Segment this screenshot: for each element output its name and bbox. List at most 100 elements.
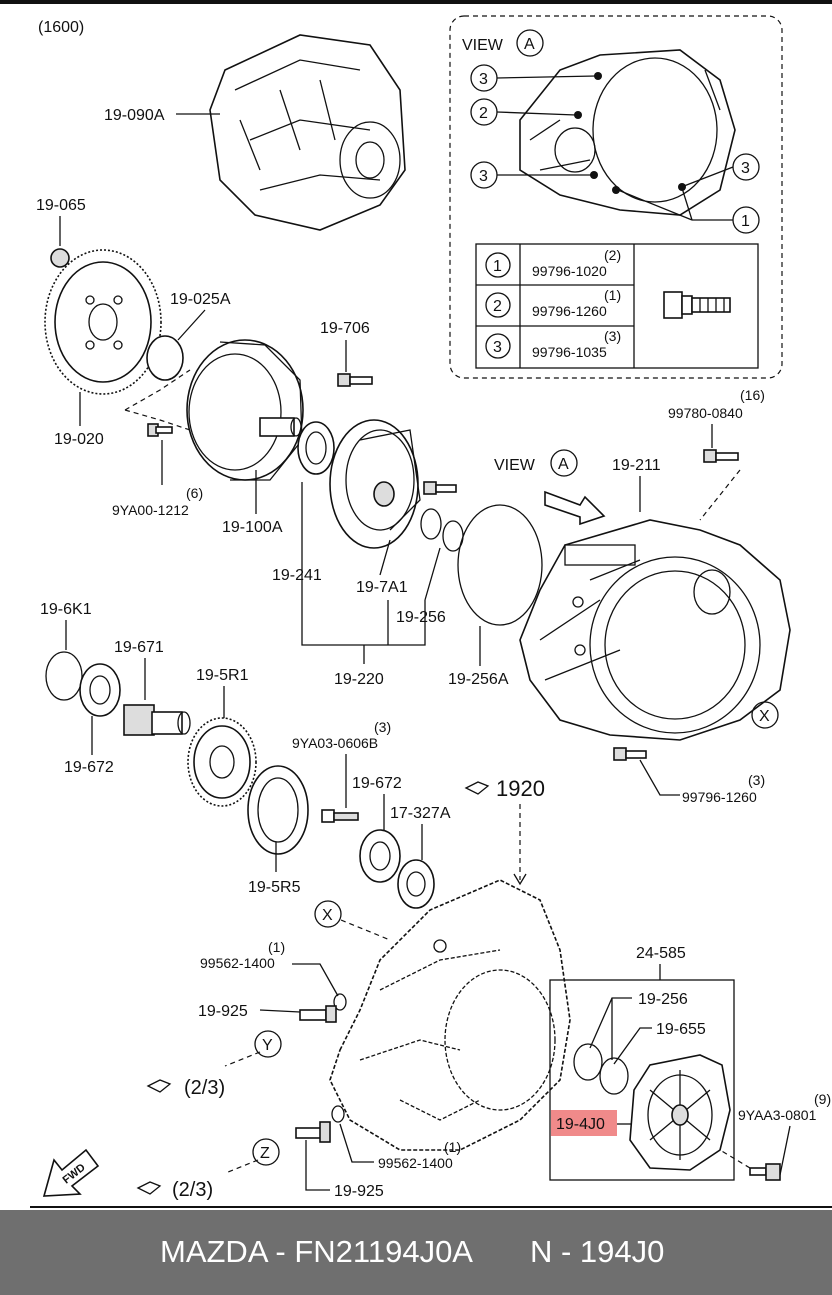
sensor-19-925-top xyxy=(299,1005,337,1023)
label-19-5r5: 19-5R5 xyxy=(248,879,301,896)
bolt-pump xyxy=(423,481,457,495)
oring-19-256a xyxy=(457,504,543,626)
label-99562-1400-bot: 99562-1400 xyxy=(378,1155,453,1171)
bolt-9ya00 xyxy=(147,423,173,437)
callout-3a: 3 xyxy=(479,71,488,88)
label-19-020: 19-020 xyxy=(54,431,104,448)
label-9ya00-1212: 9YA00-1212 xyxy=(112,502,189,518)
label-19-7a1: 19-7A1 xyxy=(356,579,408,596)
flywheel-19-020 xyxy=(44,249,162,395)
shaft-19-671 xyxy=(123,704,191,736)
label-19-065: 19-065 xyxy=(36,197,86,214)
label-99796-1260: 99796-1260 xyxy=(682,789,757,805)
qty-9ya03: (3) xyxy=(374,719,391,735)
label-19-655: 19-655 xyxy=(656,1021,706,1038)
bolt-table-num: 1 xyxy=(493,258,502,275)
bolt-table-qty: (3) xyxy=(604,328,621,344)
label-view-a-letter: A xyxy=(558,456,569,473)
seal-19-241 xyxy=(297,421,335,475)
top-rule xyxy=(0,0,832,4)
label-19-5r1: 19-5R1 xyxy=(196,667,249,684)
hand-pointer-icon xyxy=(464,781,490,795)
label-19-220: 19-220 xyxy=(334,671,384,688)
label-19-925-top: 19-925 xyxy=(198,1003,248,1020)
seal-17-327a xyxy=(397,859,435,909)
label-19-090a: 19-090A xyxy=(104,107,165,124)
hand-pointer-y-icon xyxy=(146,1079,172,1093)
fwd-arrow-icon: FWD xyxy=(42,1148,100,1197)
label-9yaa3-0801: 9YAA3-0801 xyxy=(738,1107,817,1123)
label-19-4j0: 19-4J0 xyxy=(556,1116,605,1133)
page-code: (1600) xyxy=(38,19,84,36)
label-99562-1400-top: 99562-1400 xyxy=(200,955,275,971)
bolt-table: 1 (2) 99796-1020 2 (1) 99796-1260 3 (3) … xyxy=(475,243,759,369)
transmission-case-drawing xyxy=(329,879,571,1151)
label-17-327a: 17-327A xyxy=(390,805,451,822)
qty-99562-bot: (1) xyxy=(444,1139,461,1155)
label-19-256-top: 19-256 xyxy=(396,609,446,626)
label-19-925-bot: 19-925 xyxy=(334,1183,384,1200)
bolt-99796 xyxy=(613,747,647,761)
label-19-025a: 19-025A xyxy=(170,291,231,308)
bolt-table-row-3: 3 (3) 99796-1035 xyxy=(485,328,621,360)
bolt-table-part: 99796-1020 xyxy=(532,263,607,279)
bolt-table-row-2: 2 (1) 99796-1260 xyxy=(485,287,621,319)
label-x-upper: X xyxy=(759,708,770,725)
callout-3c: 3 xyxy=(741,160,750,177)
plate-19-5r5 xyxy=(247,765,309,855)
label-y: Y xyxy=(262,1037,273,1054)
bolt-table-num: 3 xyxy=(493,339,502,356)
plate-19-025a xyxy=(146,335,184,381)
snap-ring-19-6k1 xyxy=(45,651,83,701)
bolt-table-num: 2 xyxy=(493,298,502,315)
oring-small-1 xyxy=(420,508,442,540)
label-19-6k1: 19-6K1 xyxy=(40,601,92,618)
label-19-241: 19-241 xyxy=(272,567,322,584)
label-z: Z xyxy=(260,1145,270,1162)
view-a-inset-letter: A xyxy=(524,36,535,53)
label-19-706: 19-706 xyxy=(320,320,370,337)
kit-box xyxy=(549,979,735,1181)
flange-bolt-drawing xyxy=(663,291,731,319)
view-a-housing-drawing xyxy=(519,49,736,216)
qty-9ya00: (6) xyxy=(186,485,203,501)
transmission-assembly-drawing xyxy=(209,34,406,231)
ref-y: (2/3) xyxy=(184,1077,225,1099)
view-a-inset-letter-circle xyxy=(516,29,544,57)
exploded-parts-diagram: (1600) VIEW A 3 2 3 3 1 xyxy=(0,0,832,1208)
highlight-19-4j0 xyxy=(551,1110,617,1136)
callout-2: 2 xyxy=(479,105,488,122)
label-x-lower: X xyxy=(322,907,333,924)
cover-19-4j0 xyxy=(629,1054,731,1171)
label-19-671: 19-671 xyxy=(114,639,164,656)
view-a-inset: VIEW A 3 2 3 3 1 xyxy=(449,15,783,379)
bolt-table-qty: (2) xyxy=(604,247,621,263)
bolt-99780 xyxy=(703,449,739,463)
footer-ref-code: N - 194J0 xyxy=(530,1234,665,1269)
callout-1: 1 xyxy=(741,213,750,230)
converter-housing-19-211 xyxy=(519,519,791,741)
ref-1920: 1920 xyxy=(496,776,545,801)
bolt-table-part: 99796-1260 xyxy=(532,303,607,319)
gear-19-5r1 xyxy=(187,717,257,807)
label-19-256-kit: 19-256 xyxy=(638,991,688,1008)
qty-99780: (16) xyxy=(740,387,765,403)
label-19-672-mid: 19-672 xyxy=(352,775,402,792)
oil-pump-drawing xyxy=(329,419,421,549)
sensor-19-925-bottom xyxy=(295,1121,331,1143)
qty-99796: (3) xyxy=(748,772,765,788)
label-99780-0840: 99780-0840 xyxy=(668,405,743,421)
oring-19-256-kit xyxy=(573,1043,603,1081)
label-19-100a: 19-100A xyxy=(222,519,283,536)
view-a-inset-title: VIEW xyxy=(462,37,504,54)
bearing-19-672-mid xyxy=(359,829,401,883)
bolt-table-row-1: 1 (2) 99796-1020 xyxy=(485,247,621,279)
ref-z: (2/3) xyxy=(172,1179,213,1201)
qty-99562-top: (1) xyxy=(268,939,285,955)
torque-converter-19-100a xyxy=(186,339,304,481)
bearing-19-672-left xyxy=(79,663,121,717)
label-19-256a: 19-256A xyxy=(448,671,509,688)
nut-19-065 xyxy=(50,248,70,268)
label-9ya03-0606b: 9YA03-0606B xyxy=(292,735,378,751)
callout-3b: 3 xyxy=(479,168,488,185)
